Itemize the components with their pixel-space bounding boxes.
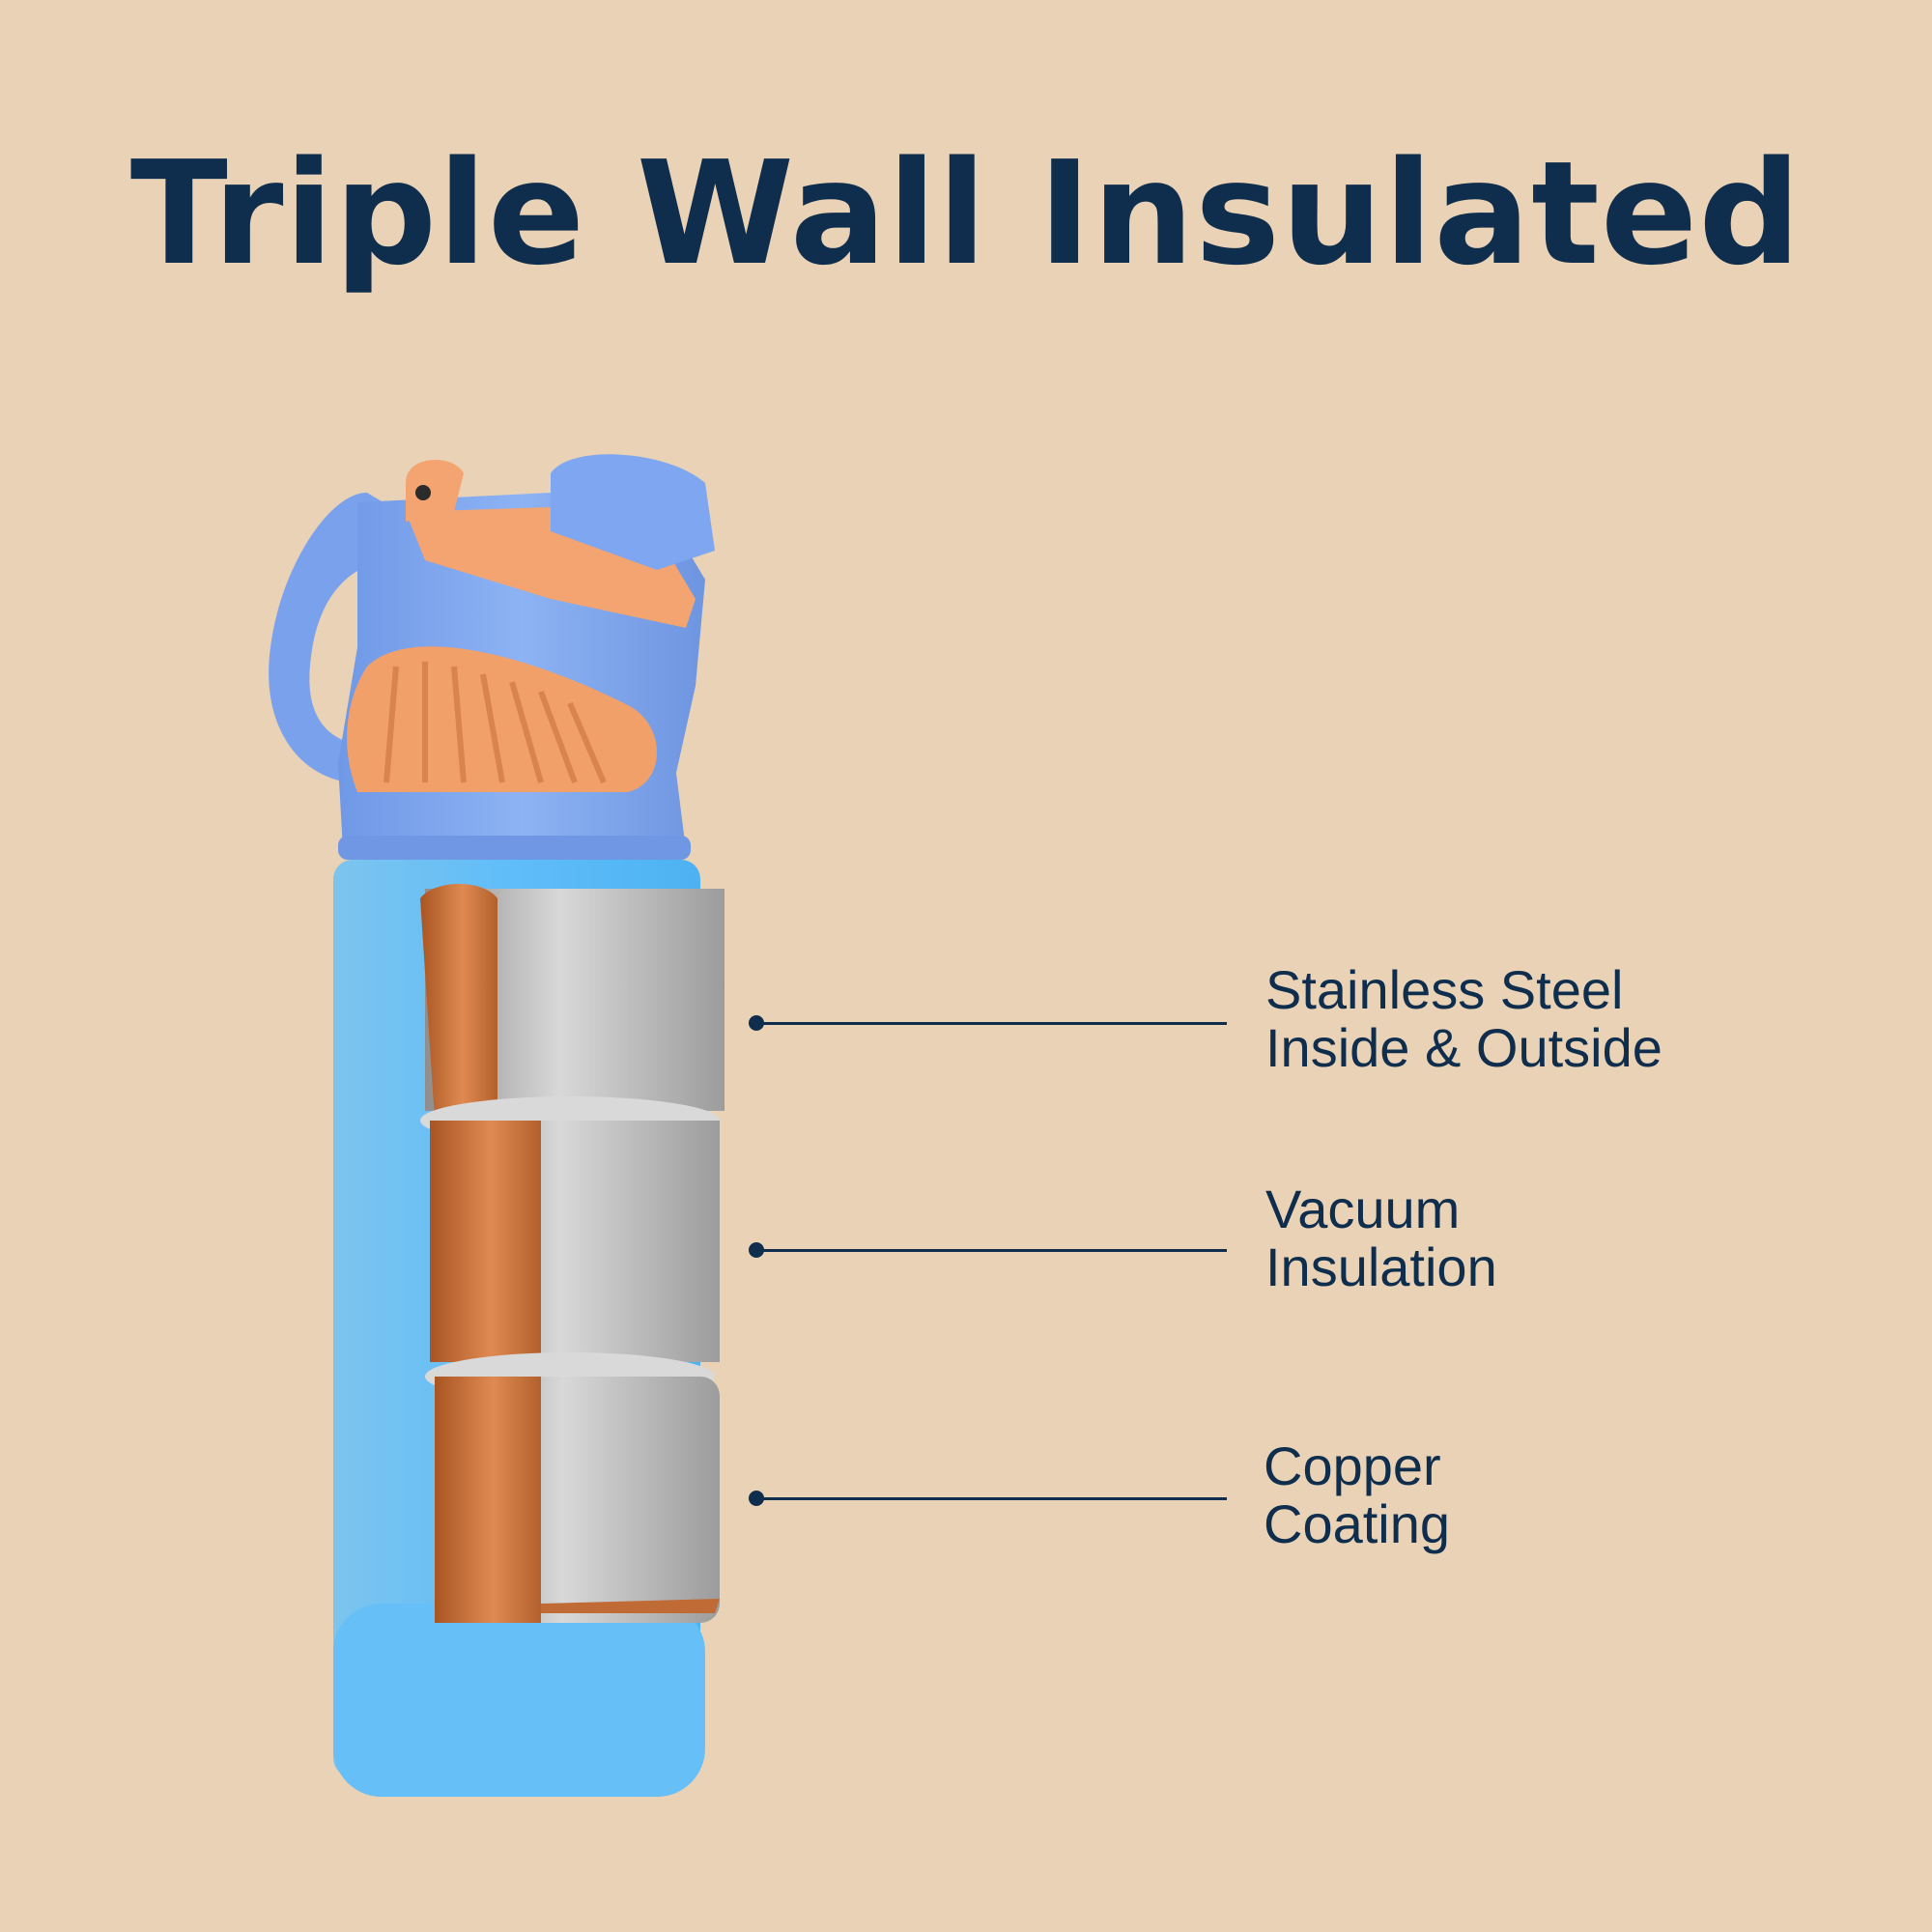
callout-stainless-steel-line2: Inside & Outside xyxy=(1265,1017,1662,1078)
callout-vacuum-insulation: Vacuum Insulation xyxy=(1265,1180,1497,1296)
bottle-handle xyxy=(269,493,415,782)
callout-stainless-steel: Stainless Steel Inside & Outside xyxy=(1265,961,1662,1077)
water-bottle-cutaway-illustration xyxy=(261,454,956,1826)
callout-line-copper-coating xyxy=(756,1497,1227,1500)
callout-copper-coating: Copper Coating xyxy=(1264,1437,1450,1553)
callout-vacuum-insulation-line2: Insulation xyxy=(1265,1236,1497,1297)
cutaway-layer-middle xyxy=(420,1096,720,1362)
callout-line-stainless-steel xyxy=(756,1022,1227,1025)
callout-copper-coating-line2: Coating xyxy=(1264,1493,1451,1554)
callout-copper-coating-line1: Copper xyxy=(1264,1435,1441,1496)
callout-stainless-steel-line1: Stainless Steel xyxy=(1265,959,1624,1020)
callout-vacuum-insulation-line1: Vacuum xyxy=(1265,1179,1461,1239)
page-title: Triple Wall Insulated xyxy=(129,130,1803,297)
callout-line-vacuum-insulation xyxy=(756,1249,1227,1252)
bottle-lid xyxy=(338,454,715,860)
cutaway-layer-top xyxy=(420,884,724,1121)
cutaway-layer-bottom xyxy=(425,1352,720,1623)
